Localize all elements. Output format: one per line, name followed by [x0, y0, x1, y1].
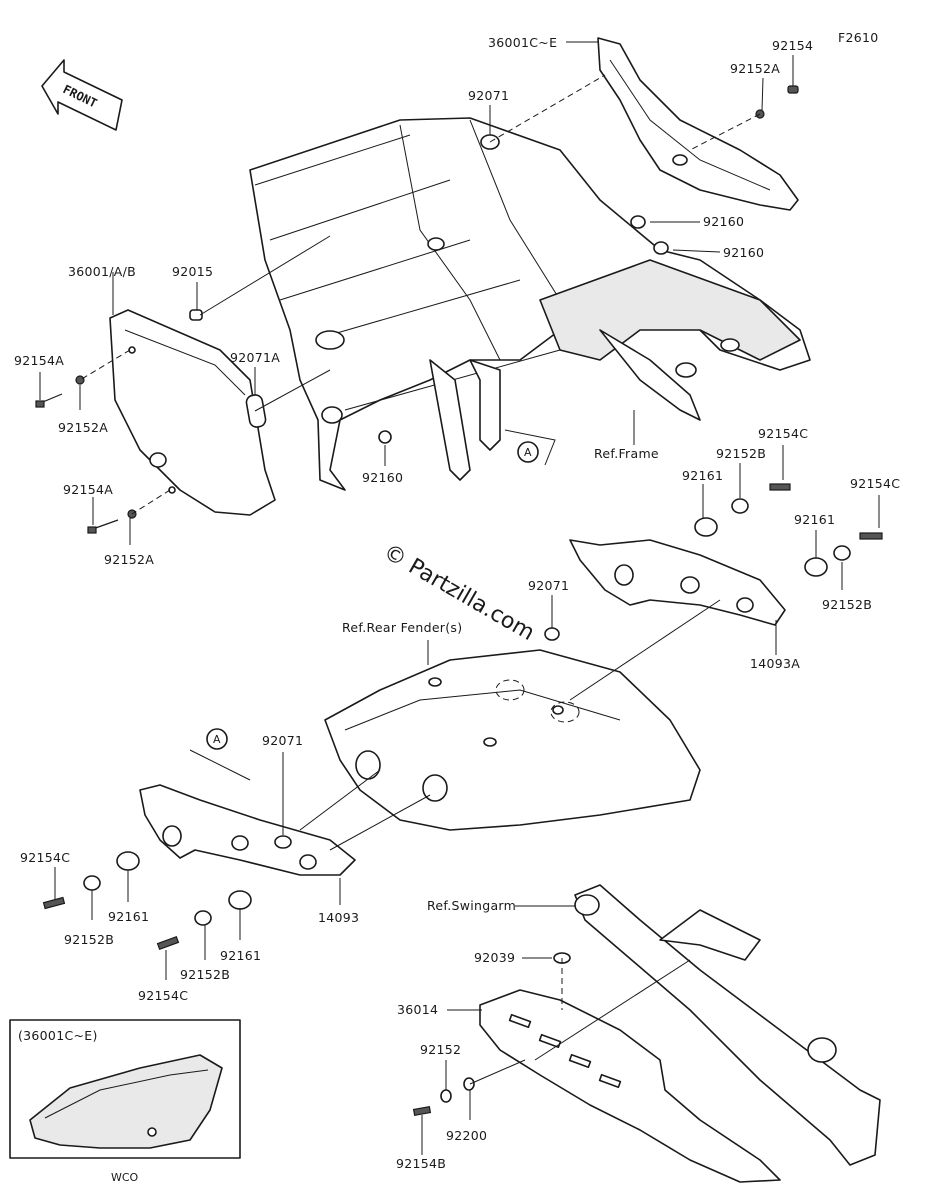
- rear-fender: [324, 649, 701, 831]
- callout-92015: 92015: [172, 264, 213, 279]
- callout-92161-3: 92161: [108, 909, 149, 924]
- callout-92071-top: 92071: [468, 88, 509, 103]
- callout-92154a-2: 92154A: [63, 482, 113, 497]
- callout-ref-swingarm: Ref.Swingarm: [427, 898, 516, 913]
- callout-ref-frame: Ref.Frame: [594, 446, 659, 461]
- callout-92154a-1: 92154A: [14, 353, 64, 368]
- callout-92161-2: 92161: [794, 512, 835, 527]
- callout-92071-mid: 92071: [528, 578, 569, 593]
- callout-92154c-4: 92154C: [138, 988, 188, 1003]
- callout-92161-4: 92161: [220, 948, 261, 963]
- callout-labels: 36001C~E 92154 92152A 92071 92160 92160 …: [14, 35, 900, 1171]
- front-direction-arrow: FRONT: [41, 59, 123, 131]
- callout-92152a-2: 92152A: [104, 552, 154, 567]
- reference-marker-a-1: A: [504, 429, 556, 466]
- callout-92154c-1: 92154C: [758, 426, 808, 441]
- callout-ref-rear-fender: Ref.Rear Fender(s): [342, 620, 462, 635]
- callout-92161-1: 92161: [682, 468, 723, 483]
- side-cover-36001c-e: [597, 37, 799, 211]
- callout-92071-left: 92071: [262, 733, 303, 748]
- frame-assembly: [249, 117, 811, 491]
- chain-cover-14093a: [569, 539, 786, 626]
- callout-92039: 92039: [474, 950, 515, 965]
- inset-panel-36001c-e: (36001C~E) WCO: [9, 1019, 241, 1184]
- callout-92154b: 92154B: [396, 1156, 446, 1171]
- callout-92200: 92200: [446, 1128, 487, 1143]
- callout-14093: 14093: [318, 910, 359, 925]
- callout-92152: 92152: [420, 1042, 461, 1057]
- callout-92152b-3: 92152B: [64, 932, 114, 947]
- leader-lines: [39, 41, 880, 1155]
- callout-92071a: 92071A: [230, 350, 280, 365]
- callout-92154c-2: 92154C: [850, 476, 900, 491]
- callout-14093a: 14093A: [750, 656, 800, 671]
- callout-36014: 36014: [397, 1002, 438, 1017]
- callout-92154: 92154: [772, 38, 813, 53]
- chain-guard-36014: [479, 989, 781, 1183]
- svg-text:A: A: [213, 733, 221, 746]
- side-cover-36001-a-b: [109, 309, 276, 516]
- callout-92154c-3: 92154C: [20, 850, 70, 865]
- callout-92160-a: 92160: [703, 214, 744, 229]
- callout-92152b-2: 92152B: [822, 597, 872, 612]
- inset-footer: WCO: [111, 1171, 139, 1184]
- callout-36001c-e: 36001C~E: [488, 35, 557, 50]
- hardware-set: [35, 85, 883, 1117]
- callout-36001-a-b: 36001/A/B: [68, 264, 136, 279]
- svg-text:A: A: [524, 446, 532, 459]
- figure-id: F2610: [838, 30, 879, 45]
- reference-marker-a-2: A: [189, 728, 251, 781]
- swingarm: [574, 884, 881, 1166]
- callout-92152b-1: 92152B: [716, 446, 766, 461]
- chain-cover-14093: [139, 784, 356, 876]
- callout-92152a-1: 92152A: [58, 420, 108, 435]
- callout-92160-b: 92160: [723, 245, 764, 260]
- callout-92160-c: 92160: [362, 470, 403, 485]
- callout-92152b-4: 92152B: [180, 967, 230, 982]
- inset-title: (36001C~E): [18, 1028, 98, 1043]
- callout-92152a-top: 92152A: [730, 61, 780, 76]
